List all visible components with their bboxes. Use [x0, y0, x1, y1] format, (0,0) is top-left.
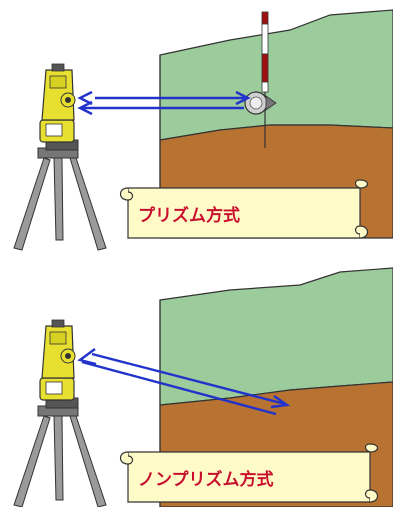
prism-reflector-icon [244, 91, 277, 115]
total-station-icon [39, 319, 79, 409]
non-prism-method-label: ノンプリズム方式 [138, 469, 274, 490]
prism-panel: プリズム方式 [13, 9, 393, 251]
scroll-banner-icon: ノンプリズム方式 [119, 443, 379, 503]
range-pole-icon [261, 11, 269, 148]
prism-method-label: プリズム方式 [138, 205, 240, 226]
total-station-icon [39, 63, 79, 151]
non-prism-panel: ノンプリズム方式 [13, 267, 393, 507]
beam-arrows [77, 90, 251, 116]
grass-layer [159, 9, 393, 141]
beam-arrows [77, 348, 291, 416]
tripod-icon [13, 405, 107, 507]
tripod-icon [13, 147, 107, 251]
scroll-banner-icon: プリズム方式 [119, 179, 369, 239]
